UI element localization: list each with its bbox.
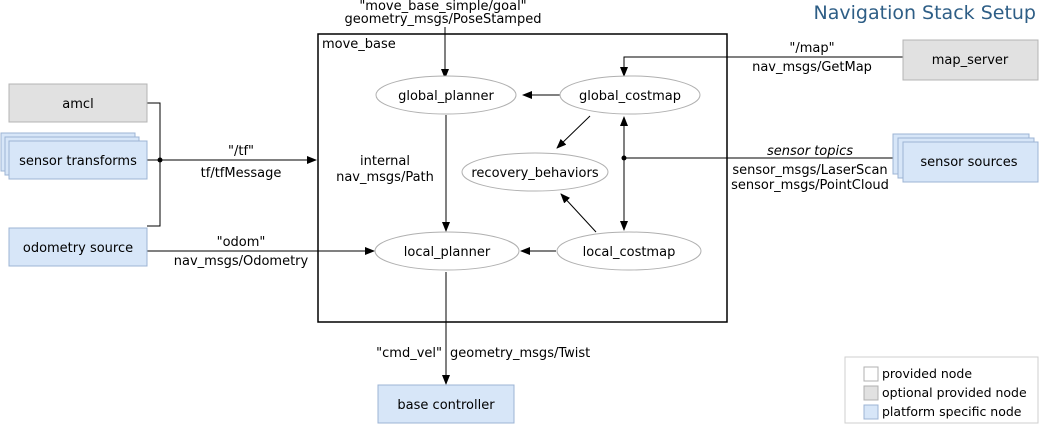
sensor-transforms-node: sensor transforms [0,132,148,180]
odometry-source-node: odometry source [8,227,148,267]
map-arrow [620,56,903,77]
move-base-label: move_base [322,37,396,52]
local-planner-node: local_planner [374,231,520,271]
cmd-vel-type-label: geometry_msgs/Twist [450,346,590,361]
recovery-behaviors-node: recovery_behaviors [461,152,609,192]
global-costmap-node: global_costmap [559,75,701,115]
svg-text:odometry source: odometry source [23,241,133,256]
edges [147,27,903,385]
goal-topic-label: "move_base_simple/goal" [359,0,526,14]
base-controller-node: base controller [377,384,515,424]
internal-label: internal [360,154,410,169]
laserscan-label: sensor_msgs/LaserScan [732,163,887,178]
cmd-vel-topic-label: "cmd_vel" [376,346,442,361]
global-to-recovery-arrow [556,115,591,149]
tf-junction [157,157,163,163]
sensor-topics-label: sensor topics [767,144,853,159]
goal-type-label: geometry_msgs/PoseStamped [345,12,542,27]
legend-swatch-optional [863,385,879,401]
svg-text:provided node: provided node [882,366,972,381]
odom-topic-label: "odom" [217,235,266,250]
svg-text:global_planner: global_planner [398,89,494,104]
svg-text:local_planner: local_planner [404,245,491,260]
map-server-node: map_server [902,39,1039,81]
tf-bracket [147,102,161,227]
svg-text:recovery_behaviors: recovery_behaviors [471,166,598,181]
legend-item-platform: platform specific node [863,404,1022,420]
svg-text:sensor transforms: sensor transforms [19,154,137,169]
svg-text:amcl: amcl [62,97,93,112]
map-topic-label: "/map" [789,41,834,56]
svg-text:optional provided node: optional provided node [882,385,1027,400]
svg-text:global_costmap: global_costmap [579,89,681,104]
svg-text:map_server: map_server [932,53,1009,68]
amcl-node: amcl [8,83,148,123]
svg-text:local_costmap: local_costmap [583,245,676,260]
pointcloud-label: sensor_msgs/PointCloud [731,178,889,193]
internal-path-label: nav_msgs/Path [336,170,434,185]
global-planner-node: global_planner [375,75,517,115]
legend: provided node optional provided node pla… [844,356,1039,424]
diagram-title: Navigation Stack Setup [814,2,1036,24]
tf-topic-label: "/tf" [228,144,254,159]
legend-swatch-provided [863,366,879,382]
legend-item-provided: provided node [863,366,972,382]
map-type-label: nav_msgs/GetMap [752,60,872,75]
odom-type-label: nav_msgs/Odometry [174,254,309,269]
sensor-sources-node: sensor sources [892,133,1039,183]
legend-item-optional: optional provided node [863,385,1027,401]
local-to-recovery-arrow [560,193,597,233]
svg-text:sensor sources: sensor sources [920,155,1017,170]
svg-text:base controller: base controller [397,398,495,413]
legend-swatch-platform [863,404,879,420]
sensor-junction [621,155,627,161]
local-costmap-node: local_costmap [556,231,702,271]
svg-text:platform specific node: platform specific node [882,404,1022,419]
tf-type-label: tf/tfMessage [201,166,282,181]
move-base-container [317,33,728,323]
